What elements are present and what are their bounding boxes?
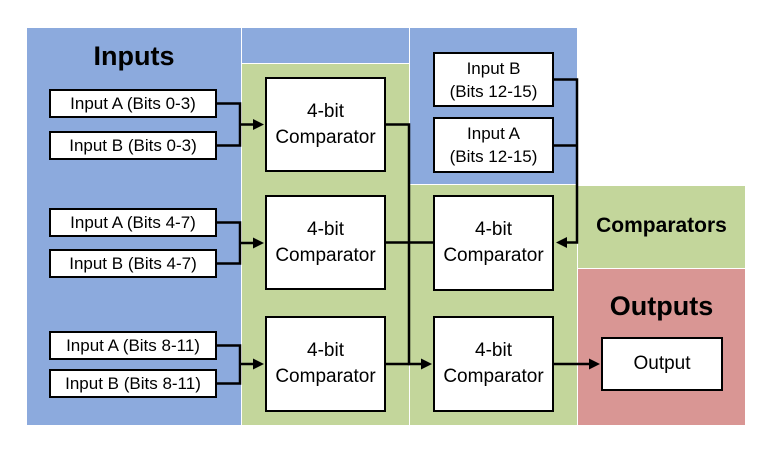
input-a-bits-8-11-label: Input A (Bits 8-11) [66,335,200,355]
comparator-1-line2: Comparator [275,126,376,148]
comparator-3-box: 4-bit Comparator [265,316,386,412]
comparator-3-line2: Comparator [275,366,376,387]
input-b-bits-8-11-label: Input B (Bits 8-11) [65,373,201,393]
comparator-2-line1: 4-bit [307,218,344,240]
comparator-5-box: 4-bit Comparator [433,316,554,412]
comparator-4-line2: Comparator [443,245,544,266]
output-box: Output [601,337,723,391]
comparator-2-line2: Comparator [275,244,376,266]
input-a-bits-0-3-box: Input A (Bits 0-3) [49,89,217,118]
input-b-bits-8-11-box: Input B (Bits 8-11) [49,369,217,398]
inputs-region-mid-top [242,28,409,63]
comparator-4-line1: 4-bit [475,219,512,240]
input-b-bits-12-15-box: Input B (Bits 12-15) [433,52,554,107]
comparators-region-right [578,186,745,268]
input-b-bits-12-15-line1: Input B [466,58,521,78]
input-a-bits-4-7-label: Input A (Bits 4-7) [70,212,196,232]
input-b-bits-0-3-label: Input B (Bits 0-3) [69,135,197,155]
input-b-bits-4-7-label: Input B (Bits 4-7) [69,253,197,273]
comparator-5-line2: Comparator [443,366,544,387]
input-b-bits-12-15-line2: (Bits 12-15) [449,81,538,101]
input-b-bits-0-3-box: Input B (Bits 0-3) [49,131,217,160]
comparator-1-line1: 4-bit [307,100,344,122]
input-a-bits-8-11-box: Input A (Bits 8-11) [49,331,217,360]
input-a-bits-4-7-box: Input A (Bits 4-7) [49,208,217,237]
comparator-2-box: 4-bit Comparator [265,195,386,290]
input-a-bits-0-3-label: Input A (Bits 0-3) [70,93,196,113]
input-b-bits-4-7-box: Input B (Bits 4-7) [49,249,217,278]
comparators-heading: Comparators [596,214,727,237]
input-a-bits-12-15-line1: Input A [467,124,520,143]
input-a-bits-12-15-box: Input A (Bits 12-15) [433,117,554,173]
comparator-4-box: 4-bit Comparator [433,195,554,291]
output-label: Output [633,353,691,374]
comparator-5-line1: 4-bit [475,340,512,361]
input-a-bits-12-15-line2: (Bits 12-15) [449,147,538,166]
comparator-1-box: 4-bit Comparator [265,77,386,172]
comparator-3-line1: 4-bit [307,340,344,361]
inputs-heading: Inputs [93,41,175,71]
outputs-heading: Outputs [609,291,714,321]
